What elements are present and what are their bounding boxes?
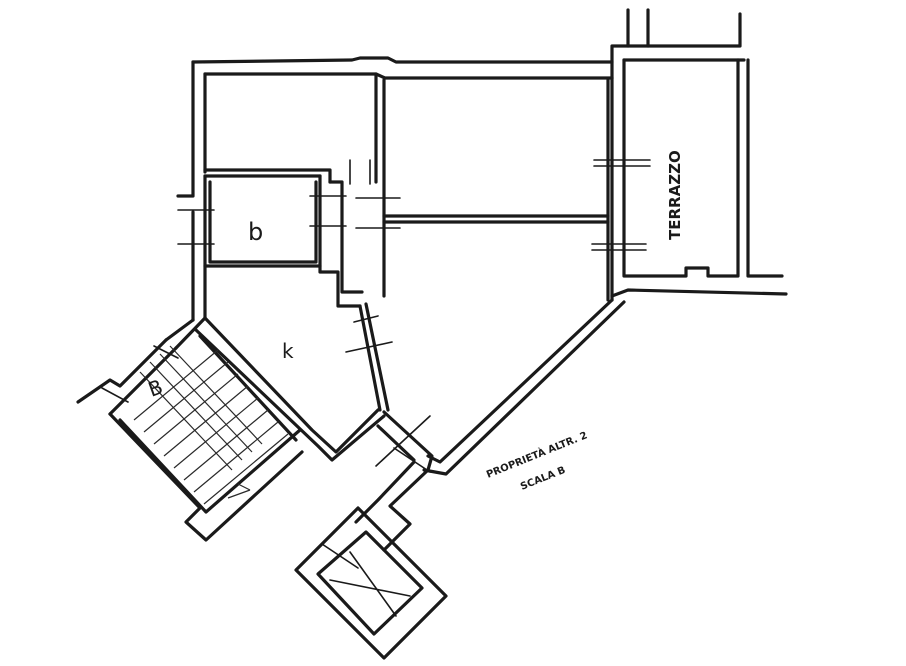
stair-treads — [133, 345, 289, 505]
label-kitchen: k — [282, 339, 294, 363]
stairwell — [76, 334, 304, 542]
opening-marks — [101, 159, 651, 569]
terrace — [610, 58, 788, 302]
label-stair: B — [145, 374, 166, 401]
label-terrace: TERRAZZO — [666, 150, 684, 240]
label-bathroom: b — [248, 218, 263, 246]
diagonal-walls — [164, 298, 626, 476]
label-neighbor-line1: PROPRIETÀ ALTR. 2 — [484, 428, 589, 480]
lift-shaft — [294, 460, 448, 660]
label-neighbor-line2: SCALA B — [519, 465, 567, 493]
outer-walls — [176, 8, 746, 322]
internal-walls — [203, 72, 610, 308]
